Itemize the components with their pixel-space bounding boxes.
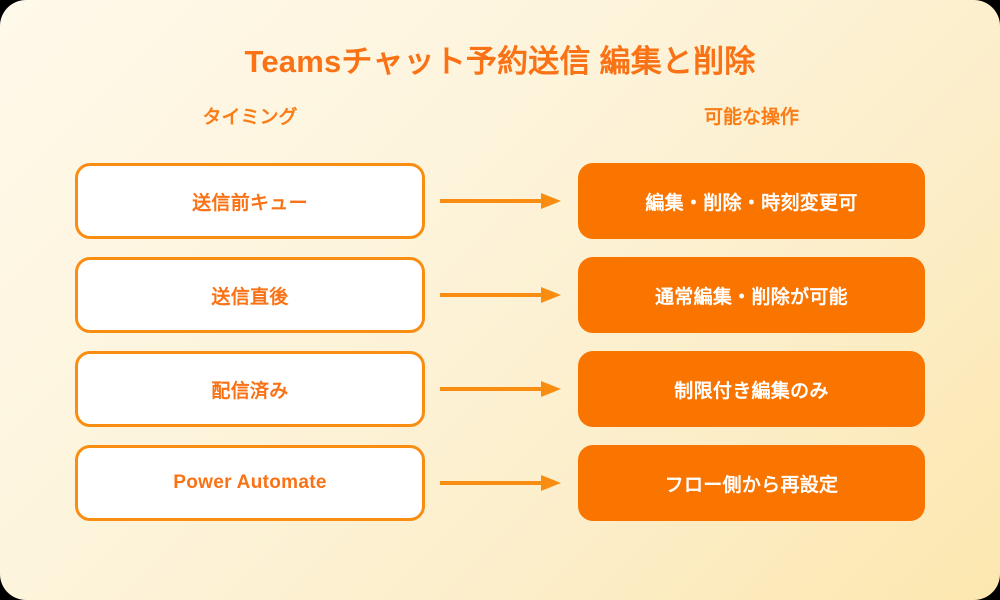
arrow-line bbox=[440, 199, 544, 203]
column-header-timing: タイミング bbox=[202, 107, 298, 128]
timing-box[interactable]: 送信直後 bbox=[75, 257, 425, 333]
arrow-head bbox=[541, 287, 561, 303]
diagram-row: Power Automate フロー側から再設定 bbox=[0, 445, 1000, 521]
timing-label: 配信済み bbox=[211, 380, 289, 402]
arrow-head bbox=[541, 193, 561, 209]
diagram-row: 送信前キュー 編集・削除・時刻変更可 bbox=[0, 163, 1000, 239]
timing-box[interactable]: Power Automate bbox=[75, 445, 425, 521]
column-header-actions: 可能な操作 bbox=[703, 107, 799, 128]
action-label: 編集・削除・時刻変更可 bbox=[645, 192, 858, 214]
arrow-head bbox=[541, 381, 561, 397]
diagram-row: 送信直後 通常編集・削除が可能 bbox=[0, 257, 1000, 333]
action-box[interactable]: 通常編集・削除が可能 bbox=[578, 257, 925, 333]
timing-box[interactable]: 配信済み bbox=[75, 351, 425, 427]
action-label: フロー側から再設定 bbox=[664, 474, 839, 496]
arrow-right-icon bbox=[440, 381, 564, 397]
arrow-line bbox=[440, 387, 544, 391]
action-label: 通常編集・削除が可能 bbox=[654, 286, 848, 308]
diagram-row: 配信済み 制限付き編集のみ bbox=[0, 351, 1000, 427]
timing-box[interactable]: 送信前キュー bbox=[75, 163, 425, 239]
page-title: Teamsチャット予約送信 編集と削除 bbox=[244, 44, 756, 79]
action-box[interactable]: 編集・削除・時刻変更可 bbox=[578, 163, 925, 239]
arrow-line bbox=[440, 481, 544, 485]
timing-label: 送信前キュー bbox=[192, 192, 308, 214]
action-box[interactable]: フロー側から再設定 bbox=[578, 445, 925, 521]
action-label: 制限付き編集のみ bbox=[674, 380, 829, 402]
arrow-right-icon bbox=[440, 193, 564, 209]
arrow-right-icon bbox=[440, 287, 564, 303]
arrow-line bbox=[440, 293, 544, 297]
arrow-right-icon bbox=[440, 475, 564, 491]
timing-label: 送信直後 bbox=[211, 286, 289, 308]
arrow-head bbox=[541, 475, 561, 491]
action-box[interactable]: 制限付き編集のみ bbox=[578, 351, 925, 427]
timing-label: Power Automate bbox=[173, 472, 327, 493]
